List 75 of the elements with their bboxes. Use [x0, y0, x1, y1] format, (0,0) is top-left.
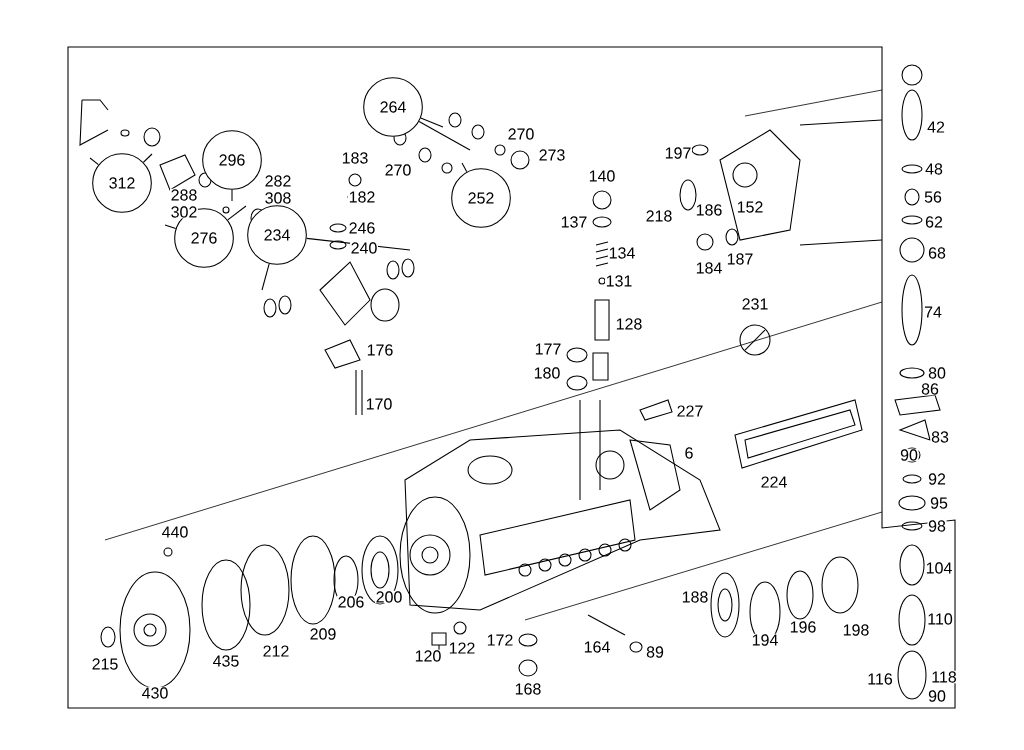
callout-number: 120: [414, 649, 442, 663]
callout-number: 200: [375, 590, 403, 604]
callout-number: 209: [309, 627, 337, 641]
callout-number: 168: [514, 682, 542, 696]
callout-number: 288: [170, 188, 198, 202]
callout-number: 227: [676, 404, 704, 418]
callout-number: 62: [924, 215, 944, 229]
callout-number: 116: [866, 672, 894, 686]
callout-number: 270: [507, 127, 535, 141]
callout-number: 273: [538, 148, 566, 162]
callout-number: 80: [927, 366, 947, 380]
callout-number: 122: [448, 641, 476, 655]
callout-number: 240: [350, 241, 378, 255]
callout-number: 104: [925, 561, 953, 575]
callout-number: 218: [645, 209, 673, 223]
callout-number: 74: [923, 305, 943, 319]
leader-line: [261, 263, 270, 291]
callout-number: 231: [741, 297, 769, 311]
callout-number: 164: [583, 640, 611, 654]
callout-number: 177: [534, 342, 562, 356]
callout-number: 440: [161, 525, 189, 539]
callout-number: 110: [926, 612, 954, 626]
callout-number: 98: [927, 519, 947, 533]
callout-number: 215: [91, 657, 119, 671]
callout-number: 182: [348, 190, 376, 204]
callout-number: 194: [751, 633, 779, 647]
callout-number: 95: [929, 496, 949, 510]
callout-number: 188: [681, 590, 709, 604]
callout-number: 184: [695, 261, 723, 275]
callout-number: 137: [560, 215, 588, 229]
callout-number: 92: [927, 472, 947, 486]
callout-number: 282: [264, 174, 292, 188]
leader-line: [227, 205, 247, 221]
callout-number: 89: [645, 645, 665, 659]
callout-number: 68: [927, 246, 947, 260]
callout-number: 197: [664, 146, 692, 160]
callout-number: 140: [588, 169, 616, 183]
callout-number: 56: [923, 190, 943, 204]
callout-number: 183: [341, 151, 369, 165]
callout-number: 131: [605, 274, 633, 288]
callout-number: 90: [899, 448, 919, 462]
callout-number: 134: [608, 246, 636, 260]
callout-number: 270: [384, 163, 412, 177]
callout-number: 170: [365, 397, 393, 411]
leader-line: [420, 117, 444, 128]
callout-number: 180: [533, 366, 561, 380]
callout-number: 172: [486, 633, 514, 647]
leader-line: [231, 189, 233, 202]
callout-number: 6: [683, 446, 695, 460]
leader-line: [461, 162, 468, 173]
leader-line: [164, 224, 177, 230]
callout-number: 118: [930, 670, 958, 684]
callout-number: 83: [930, 430, 950, 444]
callout-number: 176: [366, 343, 394, 357]
callout-number: 42: [926, 120, 946, 134]
callout-number: 48: [924, 162, 944, 176]
callout-number: 212: [262, 644, 290, 658]
callout-number: 435: [212, 654, 240, 668]
callout-number: 196: [789, 620, 818, 634]
callout-number: 86: [920, 382, 940, 396]
callout-number: 198: [842, 623, 871, 637]
callout-number: 246: [348, 221, 376, 235]
callout-number: 308: [264, 191, 292, 205]
leader-line: [418, 121, 471, 151]
callout-number: 430: [141, 686, 169, 700]
callout-number: 128: [615, 317, 643, 331]
leader-line: [89, 157, 99, 166]
callout-number: 186: [695, 203, 723, 217]
leader-line: [142, 153, 153, 163]
callout-number: 90: [927, 689, 947, 703]
callout-number: 302: [170, 205, 198, 219]
callout-number: 187: [726, 252, 755, 266]
callout-number: 152: [736, 200, 765, 214]
callout-number: 224: [760, 475, 788, 489]
callout-number: 206: [337, 595, 365, 609]
